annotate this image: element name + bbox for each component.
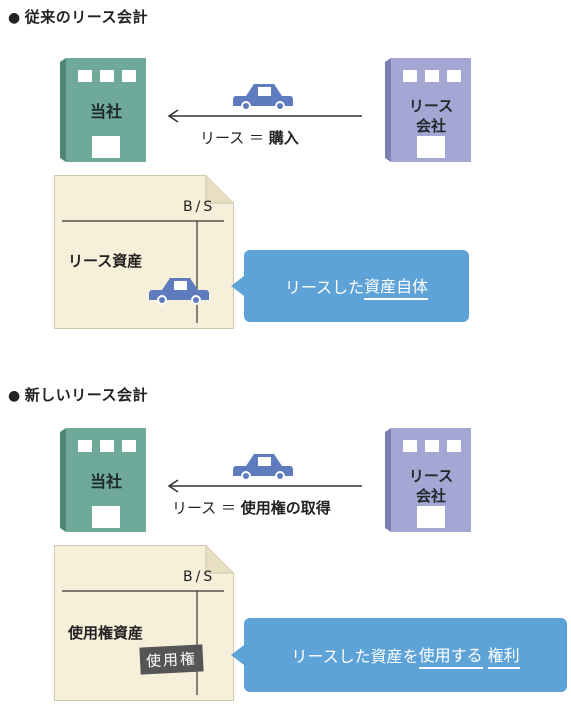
bubble-underlined-text: 権利 bbox=[487, 642, 520, 669]
lease-company-building bbox=[385, 428, 480, 532]
car-icon bbox=[148, 274, 210, 310]
own-company-label: 当社 bbox=[89, 472, 122, 491]
transfer-arrow bbox=[166, 108, 366, 127]
arrow-caption-bold: 購入 bbox=[268, 129, 299, 147]
lease-company-label-line2: 会社 bbox=[415, 117, 446, 135]
building-icon bbox=[385, 58, 471, 162]
bubble-underlined-text: 使用する bbox=[418, 642, 483, 669]
arrow-caption-prefix: リース ＝ bbox=[172, 499, 241, 517]
building-icon bbox=[385, 428, 471, 532]
asset-label: 使用権資産 bbox=[68, 624, 144, 642]
lease-company-label: リース 会社 bbox=[391, 466, 471, 506]
bullet-icon: ● bbox=[8, 10, 21, 26]
section2-heading: ●新しいリース会計 bbox=[8, 384, 148, 405]
transfer-arrow bbox=[166, 478, 366, 497]
usage-right-stamp: 使用権 bbox=[139, 644, 204, 675]
building-icon bbox=[60, 58, 146, 162]
arrow-caption: リース ＝ 購入 bbox=[200, 127, 299, 148]
section1-heading-text: 従来のリース会計 bbox=[24, 8, 148, 26]
lease-company-building bbox=[385, 58, 480, 162]
asset-label: リース資産 bbox=[68, 252, 143, 270]
arrow-caption-prefix: リース ＝ bbox=[200, 129, 269, 147]
bubble-underlined-text: 資産自体 bbox=[364, 273, 429, 300]
bullet-icon: ● bbox=[8, 388, 21, 404]
section1-heading: ●従来のリース会計 bbox=[8, 6, 148, 27]
car-icon bbox=[232, 80, 294, 116]
bs-label: B/S bbox=[183, 199, 216, 215]
arrow-caption-bold: 使用権の取得 bbox=[240, 499, 331, 517]
lease-company-label: リース 会社 bbox=[391, 96, 471, 136]
lease-company-label-line2: 会社 bbox=[415, 487, 446, 505]
own-company-building bbox=[60, 58, 155, 162]
lease-company-label-line1: リース bbox=[408, 467, 454, 485]
lease-company-label-line1: リース bbox=[408, 97, 454, 115]
bubble-text: リースした資産を bbox=[291, 647, 419, 666]
arrow-caption: リース ＝ 使用権の取得 bbox=[172, 497, 331, 518]
own-company-building bbox=[60, 428, 155, 532]
car-icon bbox=[232, 450, 294, 486]
explanation-bubble: リースした資産自体 bbox=[231, 250, 469, 322]
explanation-bubble: リースした資産を使用する権利 bbox=[231, 618, 567, 692]
building-icon bbox=[60, 428, 146, 532]
own-company-label: 当社 bbox=[89, 102, 122, 121]
bs-label: B/S bbox=[183, 569, 216, 585]
section2-heading-text: 新しいリース会計 bbox=[24, 386, 148, 404]
bubble-text: リースした bbox=[284, 278, 365, 297]
